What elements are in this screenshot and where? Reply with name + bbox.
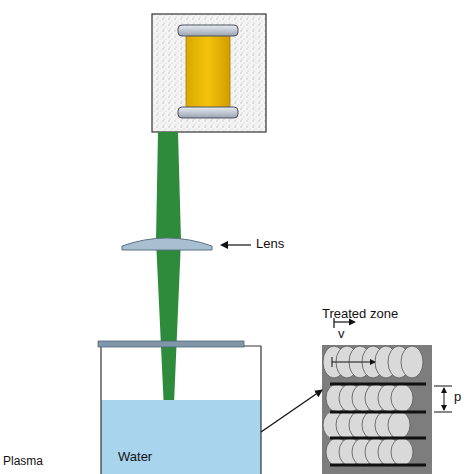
mirror-bottom [178,107,238,118]
pitch-ext-bottom [434,412,452,413]
water-region: Water [101,400,261,474]
treated-zone-inset: Treated zone [322,345,432,474]
pointer-arrow [261,390,322,432]
scan-line [330,411,426,414]
node-label: Water [118,450,152,465]
lens-pointer-head [220,241,228,249]
lens [122,238,212,250]
pitch-head-down [441,405,447,411]
pitch-symbol: p [454,390,461,405]
plasma-label: Plasma [3,455,43,469]
treated-spot [388,411,410,439]
window-plate [98,341,244,347]
water-fill [101,400,261,474]
velocity-symbol: v [338,327,345,342]
scan-line [330,383,426,386]
laser-housing [152,14,266,132]
treated-spots [323,346,426,467]
scan-arrow-head [370,359,376,365]
inset-ground [322,345,432,474]
treated-spot [391,438,413,466]
beaker-wall [101,346,261,474]
scan-tick [332,357,333,367]
laser-rod [186,34,230,110]
node-label: Treated zone [322,307,398,322]
scan-arrow [332,362,372,363]
scan-line [330,437,426,440]
treated-spot [401,346,423,378]
pitch-head-up [441,387,447,393]
lens-label: Lens [256,237,284,252]
lens-pointer [224,244,251,245]
pitch-ext-top [434,386,452,387]
treated-spot [391,384,413,412]
mirror-top [178,25,238,36]
scan-line [330,464,426,467]
